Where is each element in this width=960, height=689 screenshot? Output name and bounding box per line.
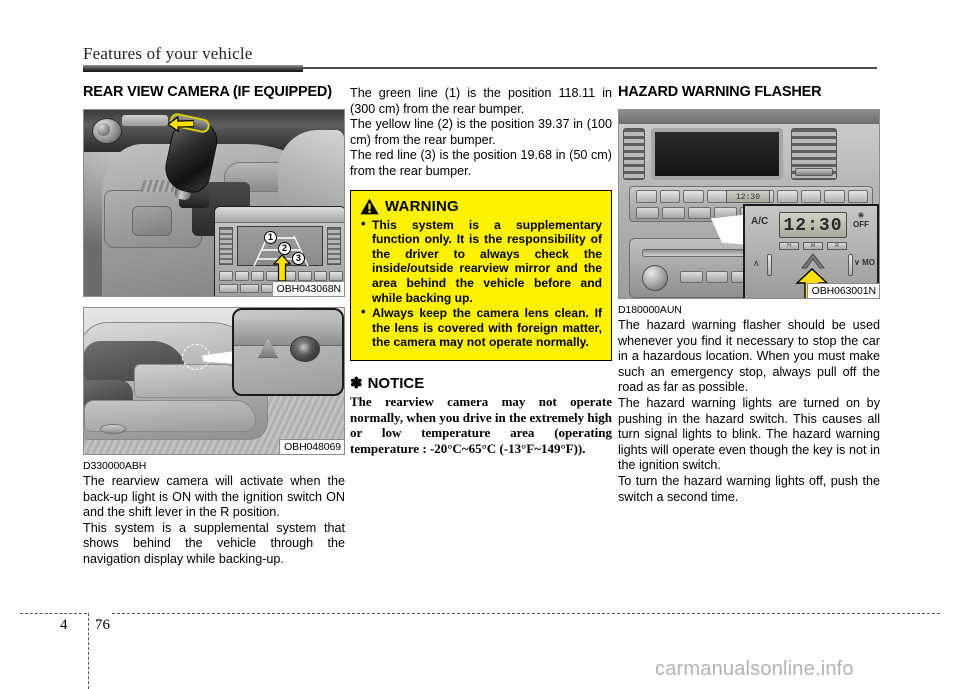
notice-title: NOTICE	[367, 374, 425, 392]
inset-vent-left-icon	[219, 227, 233, 265]
inset-clock-display: 12:30	[779, 212, 847, 238]
inset-vent-right-icon	[327, 227, 341, 265]
trunk-lip-panel	[234, 320, 342, 346]
chapter-title: Features of your vehicle	[83, 44, 253, 63]
figure-code-label: OBH063001N	[806, 283, 879, 298]
notice-header: ✽ NOTICE	[350, 375, 612, 392]
yellow-pointer-arrow-icon	[166, 115, 195, 133]
navigation-screen: 1 2 3	[237, 226, 323, 267]
left-paragraph-1: The rearview camera will activate when t…	[83, 474, 345, 520]
guide-label-1: 1	[264, 231, 277, 244]
inset-slider-right	[848, 254, 853, 276]
camera-closeup-inset	[232, 308, 344, 396]
notice-text: The rearview camera may not operate norm…	[350, 393, 612, 456]
figure-code-label: OBH043068N	[271, 281, 344, 296]
volume-knob	[642, 265, 668, 291]
climate-clock-display: 12:30	[726, 190, 770, 203]
right-paragraph-1: The hazard warning flasher should be use…	[618, 318, 880, 395]
figure-hazard-switch-location: 12:30 A/C ✳ OFF 12:30	[618, 109, 880, 299]
chapter-number: 4	[60, 617, 68, 633]
left-column: REAR VIEW CAMERA (IF EQUIPPED) PRND	[83, 84, 345, 568]
warning-list: This system is a supplementary function …	[360, 217, 602, 350]
trunk-lid	[134, 364, 240, 398]
footer-rule-vertical	[88, 613, 89, 689]
dashboard-top-band	[619, 110, 879, 124]
dashboard-vent-left-icon	[623, 128, 645, 180]
warning-header: WARNING	[360, 198, 602, 215]
rear-view-camera-lens	[290, 336, 320, 362]
inset-button-row-upper	[219, 271, 343, 281]
right-paragraph-2: The hazard warning lights are turned on …	[618, 395, 880, 473]
off-label: OFF	[853, 220, 869, 229]
page-number: 76	[95, 617, 110, 633]
snowflake-glyph: ✳	[857, 211, 865, 220]
header-rule-thin	[303, 67, 877, 69]
temp-up-chevron-icon: ∧	[753, 258, 760, 268]
doc-code-right: D180000AUN	[618, 304, 682, 316]
exhaust-tip	[100, 424, 126, 434]
figure-shift-lever-console: PRND	[83, 109, 345, 297]
site-watermark: carmanualsonline.info	[655, 658, 854, 680]
section-heading-hazard-warning-flasher: HAZARD WARNING FLASHER	[618, 84, 822, 100]
mid-paragraph-yellow-line: The yellow line (2) is the position 39.3…	[350, 117, 612, 147]
warning-item: Always keep the camera lens clean. If th…	[360, 305, 602, 350]
middle-column: The green line (1) is the position 118.1…	[350, 84, 612, 456]
notice-star-icon: ✽	[350, 374, 363, 392]
hazard-switch-closeup-inset: A/C ✳ OFF 12:30 H M R ∧ ∨ MO	[743, 204, 879, 298]
figure-code-label: OBH048069	[279, 439, 344, 454]
hazard-warning-switch	[799, 252, 827, 272]
clock-reset-button: R	[827, 242, 847, 250]
warning-item: This system is a supplementary function …	[360, 217, 602, 306]
mid-paragraph-green-line: The green line (1) is the position 118.1…	[350, 86, 612, 116]
clock-hour-button: H	[779, 242, 799, 250]
yellow-up-arrow-icon	[272, 254, 292, 282]
console-dial-icon	[92, 118, 122, 144]
mode-label: ∨ MO	[854, 258, 875, 267]
seat-edge	[278, 130, 344, 210]
console-badge	[122, 115, 168, 126]
inset-slider-left	[767, 254, 772, 276]
warning-triangle-icon	[360, 198, 379, 214]
console-tray-inner	[132, 206, 172, 236]
clock-hmr-buttons: H M R	[779, 242, 847, 250]
inset-top-trim	[215, 207, 344, 223]
section-heading-rear-view-camera: REAR VIEW CAMERA (IF EQUIPPED)	[83, 84, 332, 100]
dashboard-vent-right-control	[795, 168, 833, 176]
figure-rear-camera-location: OBH048069	[83, 307, 345, 455]
right-paragraph-3: To turn the hazard warning lights off, p…	[618, 473, 880, 504]
footer-rule-left	[20, 613, 87, 614]
warning-title: WARNING	[385, 197, 459, 215]
clock-minute-button: M	[803, 242, 823, 250]
snowflake-off-icon: ✳ OFF	[853, 211, 869, 229]
left-paragraph-2: This system is a supplemental system tha…	[83, 520, 345, 566]
doc-code-left: D330000ABH	[83, 460, 147, 472]
right-column: HAZARD WARNING FLASHER 12:30	[618, 84, 880, 505]
guide-label-3: 3	[292, 252, 305, 265]
header-rule-thick	[83, 65, 303, 72]
dashboard-navigation-screen	[651, 128, 783, 180]
mid-paragraph-red-line: The red line (3) is the position 19.68 i…	[350, 148, 612, 178]
guide-label-2: 2	[278, 242, 291, 255]
warning-box: WARNING This system is a supplementary f…	[350, 189, 612, 361]
footer-rule-right	[112, 613, 940, 614]
ac-button-label: A/C	[751, 216, 769, 227]
